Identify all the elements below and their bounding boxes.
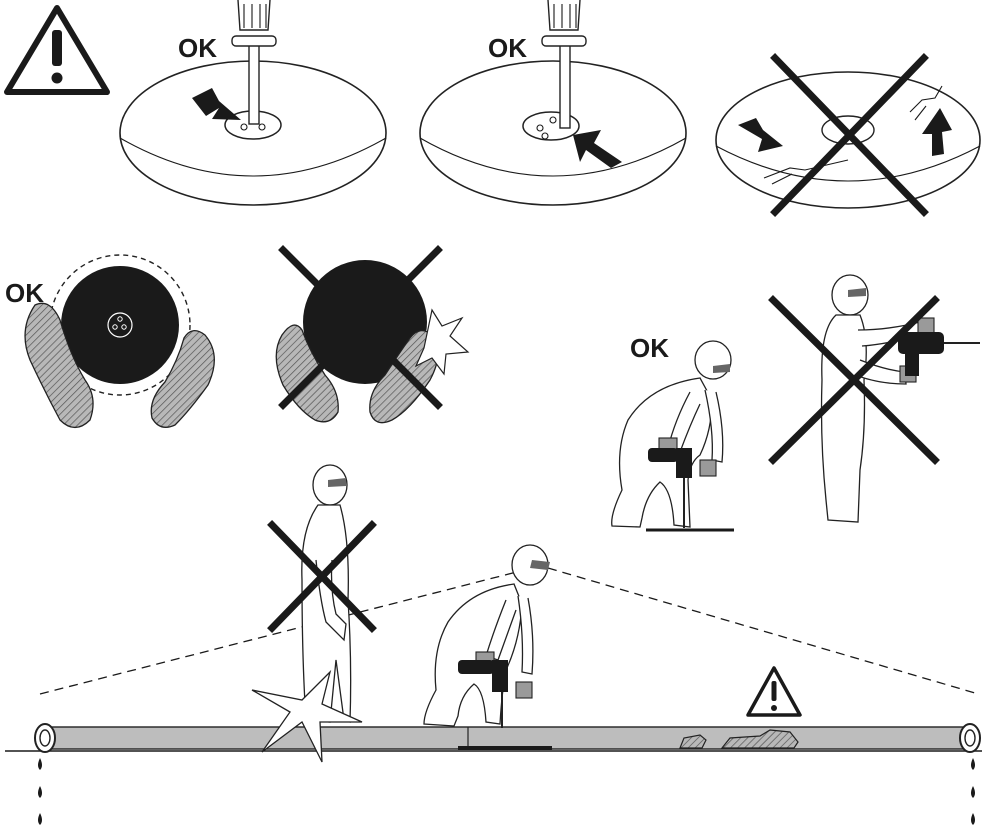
worker-drilling-pipe-ok	[423, 544, 552, 750]
feet-disc-panel-prohibited	[275, 245, 470, 424]
arrow-icon	[573, 130, 622, 168]
arrow-icon	[192, 88, 241, 120]
ok-label: OK	[178, 33, 217, 63]
x-mark-icon	[768, 295, 940, 465]
warning-triangle-icon	[746, 666, 802, 717]
ok-label: OK	[630, 333, 669, 363]
worker-standing-on-pipe-prohibited	[251, 464, 377, 763]
arrow-icon	[738, 118, 783, 152]
x-mark-icon	[267, 520, 377, 633]
feet-disc-panel-ok: OK	[5, 254, 215, 429]
water-drop-icon	[38, 758, 975, 825]
pipe-scene	[5, 464, 982, 825]
x-mark-icon	[278, 245, 443, 410]
warning-triangle-icon	[4, 5, 110, 95]
disc-panel-cracked-prohibited	[715, 53, 981, 217]
x-mark-icon	[770, 53, 929, 217]
disc-panel-ok-1: OK	[119, 0, 387, 206]
disc-panel-ok-2: OK	[419, 0, 687, 206]
worker-bent-drilling-ok: OK	[611, 333, 734, 532]
ok-label: OK	[488, 33, 527, 63]
worker-standing-drilling-prohibited	[768, 274, 980, 523]
ok-label: OK	[5, 278, 44, 308]
arrow-icon	[922, 108, 952, 156]
